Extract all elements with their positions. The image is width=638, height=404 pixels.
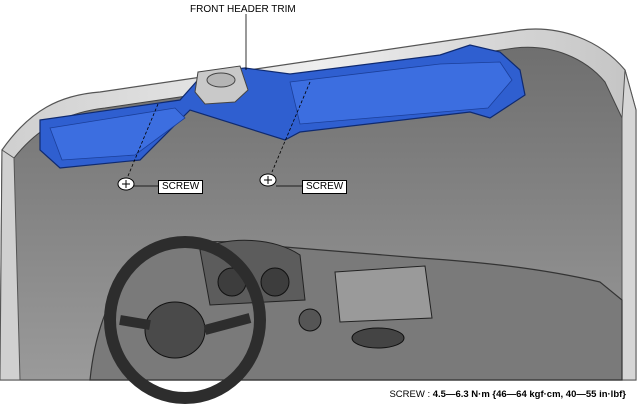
gauge-right: [260, 267, 290, 297]
steering-spoke: [119, 313, 252, 335]
front-header-trim-label: FRONT HEADER TRIM: [190, 4, 296, 15]
steering-wheel: [104, 236, 266, 404]
screw-left-leader: [127, 103, 159, 177]
trim-shade-left: [49, 107, 186, 161]
left-a-pillar: [0, 149, 21, 381]
screw-left-label: SCREW: [158, 180, 204, 194]
vent-knob: [298, 308, 322, 332]
steering-hub: [144, 301, 206, 359]
screw-right-label: SCREW: [302, 180, 348, 194]
center-display: [334, 265, 433, 323]
trim-shade-right: [289, 61, 513, 125]
right-a-pillar: [621, 69, 637, 381]
screw-right-leader: [271, 81, 311, 173]
center-vent: [351, 327, 405, 349]
mirror-mount: [206, 72, 236, 88]
screw-right-icon: [259, 173, 277, 187]
torque-spec-value: 4.5—6.3 N·m {46—64 kgf·cm, 40—55 in·lbf}: [432, 389, 626, 400]
torque-spec-prefix: SCREW :: [389, 389, 433, 400]
screw-left-icon: [117, 177, 135, 191]
torque-spec: SCREW : 4.5—6.3 N·m {46—64 kgf·cm, 40—55…: [389, 389, 626, 400]
